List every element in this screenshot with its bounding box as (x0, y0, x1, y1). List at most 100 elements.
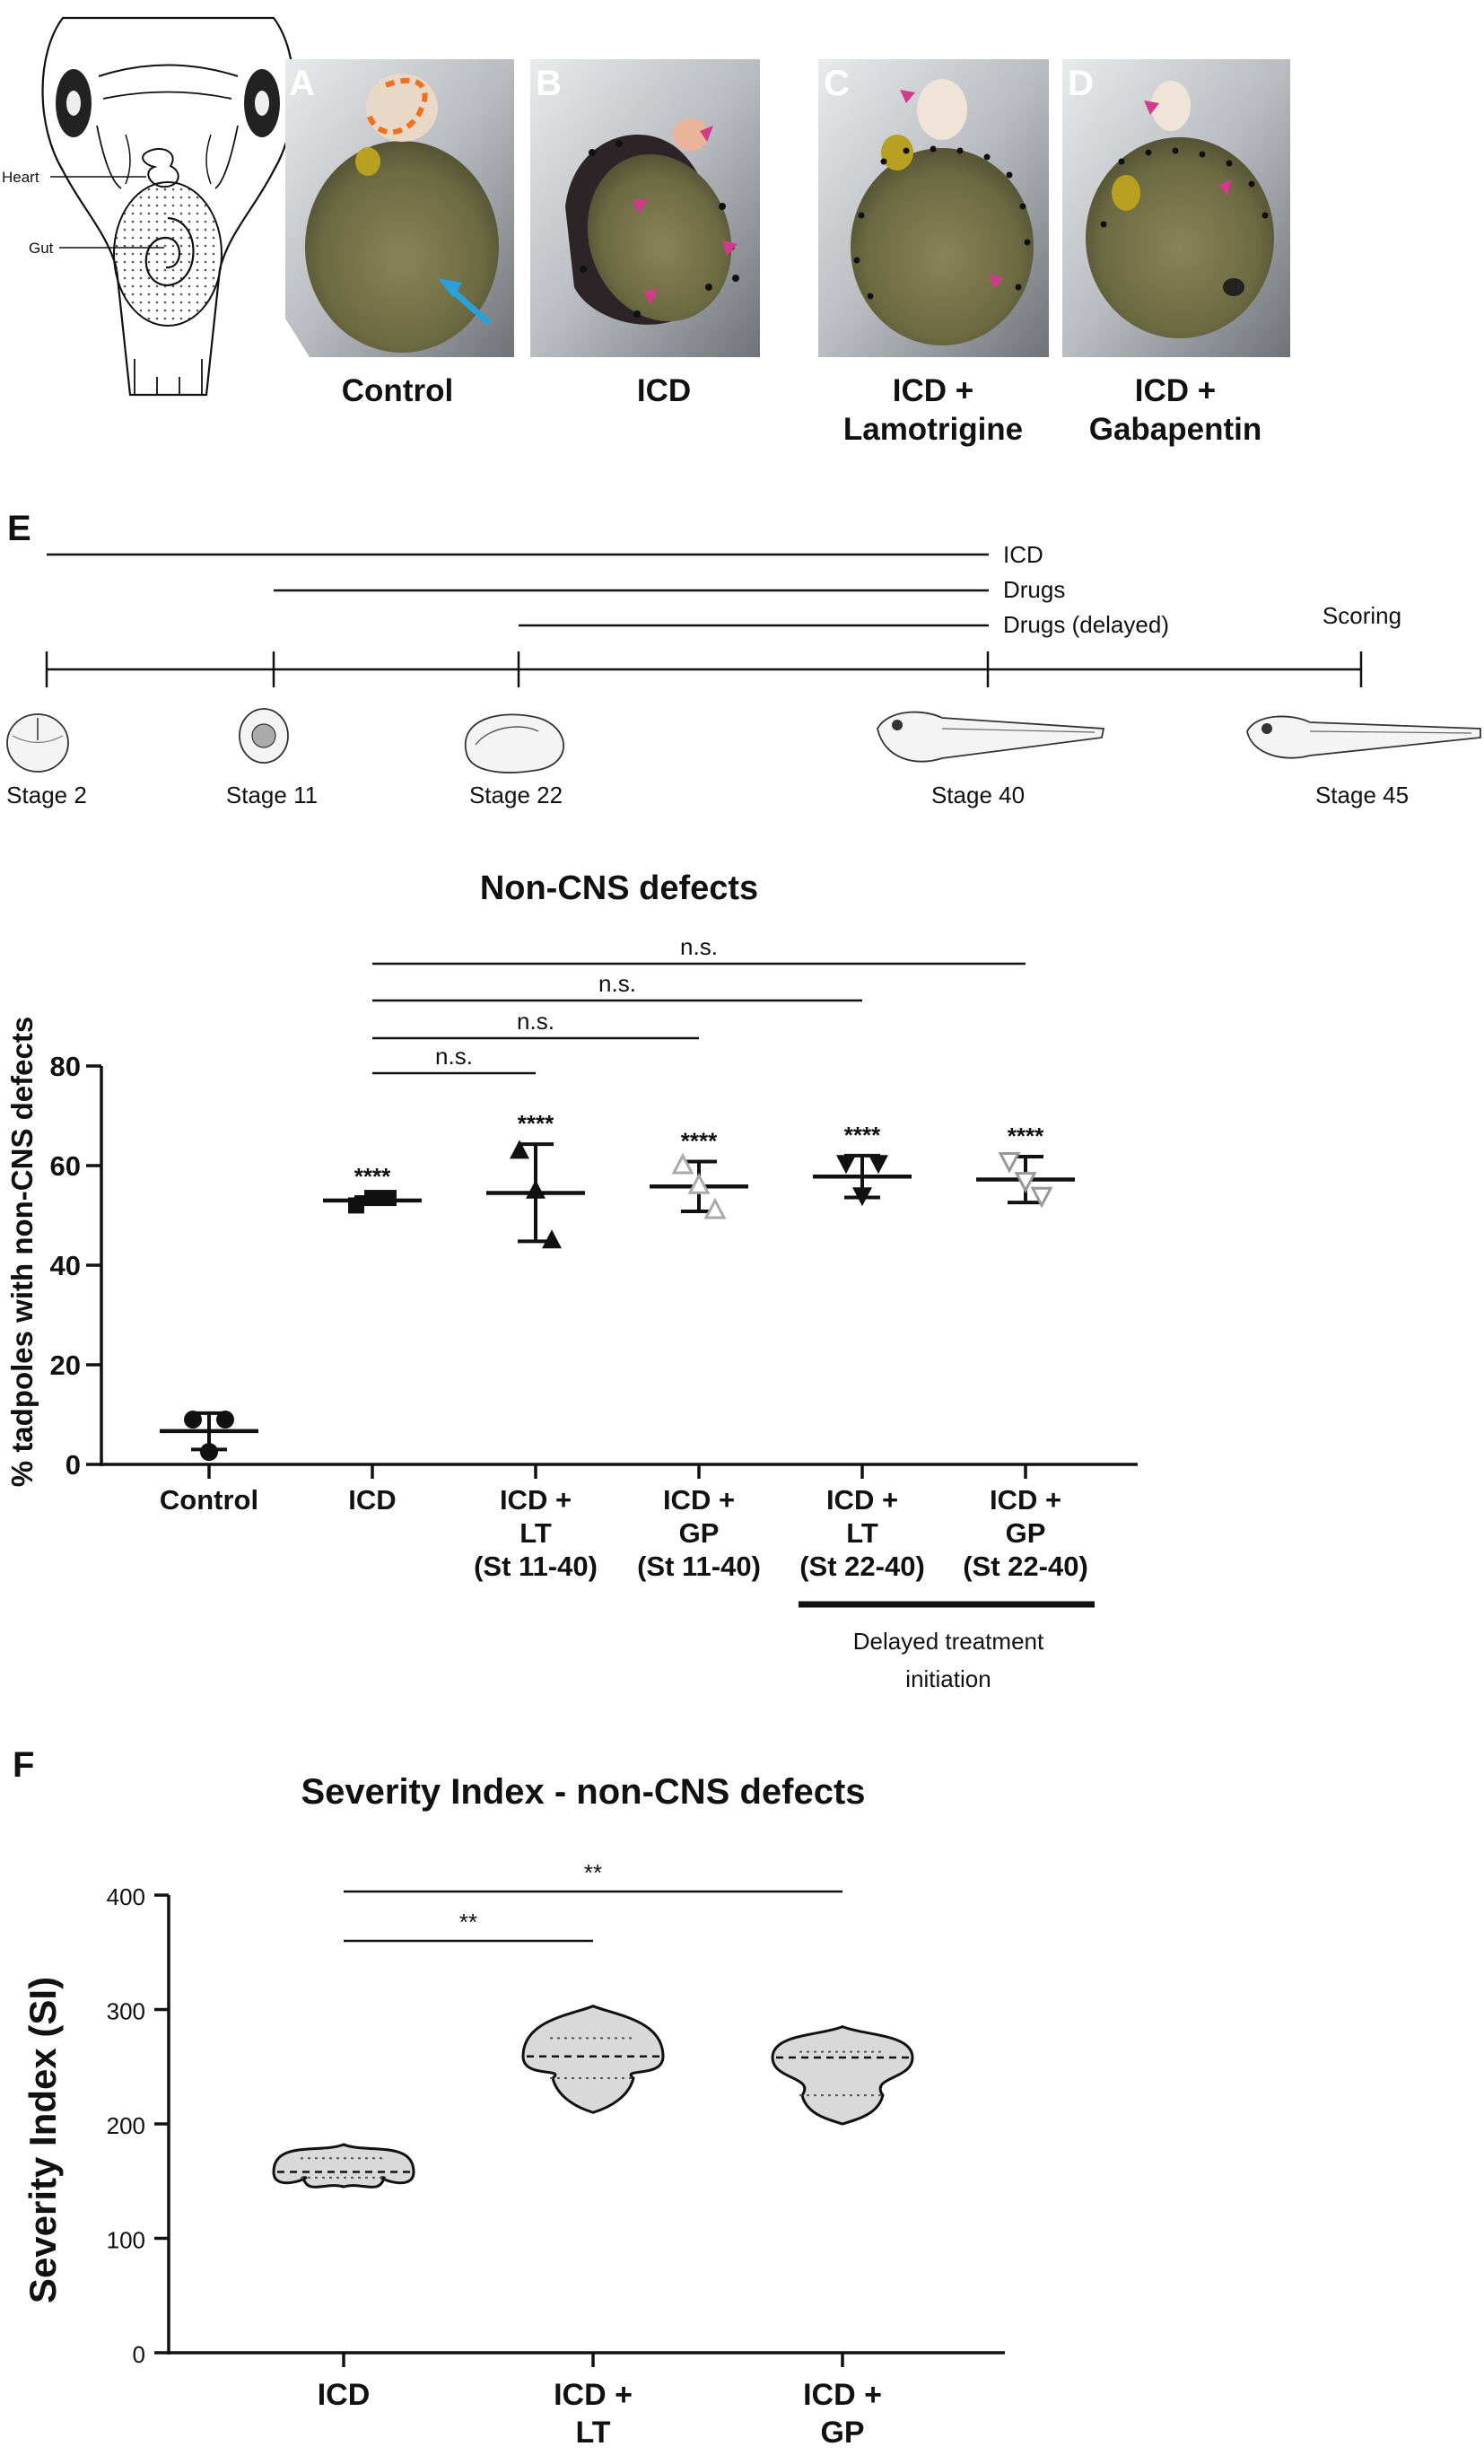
chart2-xtick-label: GP (820, 2416, 864, 2450)
panel-label-e: E (7, 509, 31, 548)
chart1-point (1030, 1186, 1053, 1209)
chart2-ylabel: Severity Index (SI) (22, 1977, 64, 2303)
chart1-ytick-label: 20 (50, 1350, 81, 1381)
chart1-comparison-label: n.s. (435, 1043, 473, 1070)
caption-control: Control (342, 373, 453, 408)
chart2-ytick-label: 200 (107, 2112, 145, 2139)
stage-11-embryo (239, 708, 289, 764)
chart1-point (869, 1155, 888, 1175)
chart1-title: Non-CNS defects (480, 869, 758, 907)
severity-index-chart: Severity Index - non-CNS defects Severit… (22, 1772, 1005, 2450)
chart1-significance-label: **** (681, 1128, 718, 1155)
chart2-ytick-label: 300 (107, 1998, 145, 2025)
chart1-xtick-label: (St 22-40) (963, 1551, 1088, 1582)
chart2-ytick-label: 400 (107, 1883, 145, 1910)
chart1-xtick-label: Control (160, 1484, 258, 1516)
timeline-drugs-delayed: Drugs (delayed) (1003, 611, 1169, 638)
stage-2-label: Stage 2 (6, 782, 87, 808)
chart1-ytick-label: 0 (65, 1449, 81, 1481)
chart2-comparison-label: ** (584, 1859, 602, 1886)
chart1-point (542, 1229, 562, 1249)
stage-40-label: Stage 40 (931, 782, 1025, 808)
timeline-icd: ICD (1003, 541, 1043, 568)
chart1-point (510, 1140, 529, 1159)
stage-11-label: Stage 11 (226, 782, 318, 808)
photo-panel-a: A (285, 59, 514, 357)
chart1-xtick-label: ICD + (826, 1484, 898, 1516)
chart1-point (200, 1443, 218, 1462)
chart1-ylabel: % tadpoles with non-CNS defects (5, 1017, 39, 1487)
caption-icd-lt-2: Lamotrigine (843, 412, 1023, 447)
chart2-ytick-label: 100 (107, 2227, 145, 2254)
chart1-significance-label: **** (354, 1163, 391, 1190)
chart1-point (348, 1197, 364, 1214)
chart2-title: Severity Index - non-CNS defects (301, 1772, 865, 1812)
panel-label-c: C (824, 64, 850, 103)
chart1-ytick-label: 80 (50, 1051, 81, 1082)
chart1-point (998, 1151, 1021, 1174)
caption-icd-lt-1: ICD + (893, 373, 973, 408)
chart2-xtick-label: ICD + (803, 2378, 882, 2412)
tadpole-schematic: Heart Gut (2, 16, 295, 397)
timeline: ICD Drugs Drugs (delayed) Scoring (6, 541, 1481, 808)
chart1-xtick-label: ICD + (500, 1484, 572, 1516)
chart1-xtick-label: GP (679, 1517, 720, 1549)
stage-40-tadpole (877, 711, 1105, 763)
stage-45-tadpole (1246, 715, 1481, 759)
panel-label-b: B (536, 64, 562, 103)
caption-icd: ICD (637, 373, 691, 408)
chart1-point (703, 1197, 727, 1219)
delayed-treatment-label-1: Delayed treatment (853, 1628, 1044, 1655)
gut-label: Gut (29, 240, 54, 257)
caption-icd-gp-2: Gabapentin (1089, 412, 1262, 447)
chart2-ytick-label: 0 (133, 2341, 145, 2368)
chart1-significance-label: **** (518, 1110, 554, 1137)
chart1-point (526, 1179, 546, 1199)
timeline-drugs: Drugs (1003, 576, 1065, 603)
delayed-treatment-label-2: initiation (905, 1665, 991, 1692)
chart1-comparison-label: n.s. (680, 933, 718, 960)
chart2-violin (771, 2025, 914, 2126)
chart1-xtick-label: LT (846, 1517, 878, 1549)
chart1-comparison-label: n.s. (598, 970, 636, 997)
panel-label-a: A (289, 64, 315, 103)
chart1-xtick-label: (St 11-40) (637, 1551, 761, 1582)
photo-panel-c: C (818, 59, 1049, 357)
chart2-xtick-label: ICD + (554, 2378, 633, 2412)
stage-2-embryo (6, 713, 69, 773)
chart1-ytick-label: 60 (50, 1150, 81, 1182)
non-cns-defects-chart: Non-CNS defects % tadpoles with non-CNS … (5, 869, 1138, 1692)
heart-label: Heart (2, 169, 39, 186)
chart1-point (852, 1187, 872, 1207)
stage-22-label: Stage 22 (469, 782, 563, 808)
chart2-violin (521, 2005, 665, 2114)
chart1-point (836, 1155, 856, 1175)
stage-22-embryo (464, 713, 564, 773)
chart1-xtick-label: (St 11-40) (474, 1551, 598, 1582)
chart1-xtick-label: LT (519, 1517, 552, 1549)
chart1-ytick-label: 40 (50, 1250, 81, 1281)
chart1-point (380, 1190, 397, 1207)
chart1-xtick-label: ICD (348, 1484, 396, 1516)
chart1-significance-label: **** (844, 1122, 881, 1149)
chart1-point (687, 1172, 711, 1194)
chart2-comparison-label: ** (459, 1909, 477, 1935)
stage-45-label: Stage 45 (1315, 782, 1409, 808)
chart1-comparison-label: n.s. (517, 1008, 554, 1035)
panel-label-d: D (1068, 64, 1094, 103)
photo-panel-d: D (1062, 59, 1290, 357)
panel-label-f: F (13, 1745, 34, 1785)
chart1-point (216, 1411, 234, 1429)
chart1-point (184, 1411, 202, 1429)
chart1-significance-label: **** (1008, 1123, 1044, 1149)
chart2-xtick-label: ICD (318, 2378, 371, 2412)
chart1-point (1014, 1172, 1037, 1193)
chart2-xtick-label: LT (575, 2416, 610, 2450)
chart1-point (671, 1152, 694, 1175)
caption-icd-gp-1: ICD + (1135, 373, 1216, 408)
timeline-scoring: Scoring (1323, 602, 1401, 629)
photo-panel-b: B (530, 59, 760, 357)
chart1-xtick-label: ICD + (663, 1484, 735, 1516)
chart1-xtick-label: ICD + (990, 1484, 1061, 1516)
